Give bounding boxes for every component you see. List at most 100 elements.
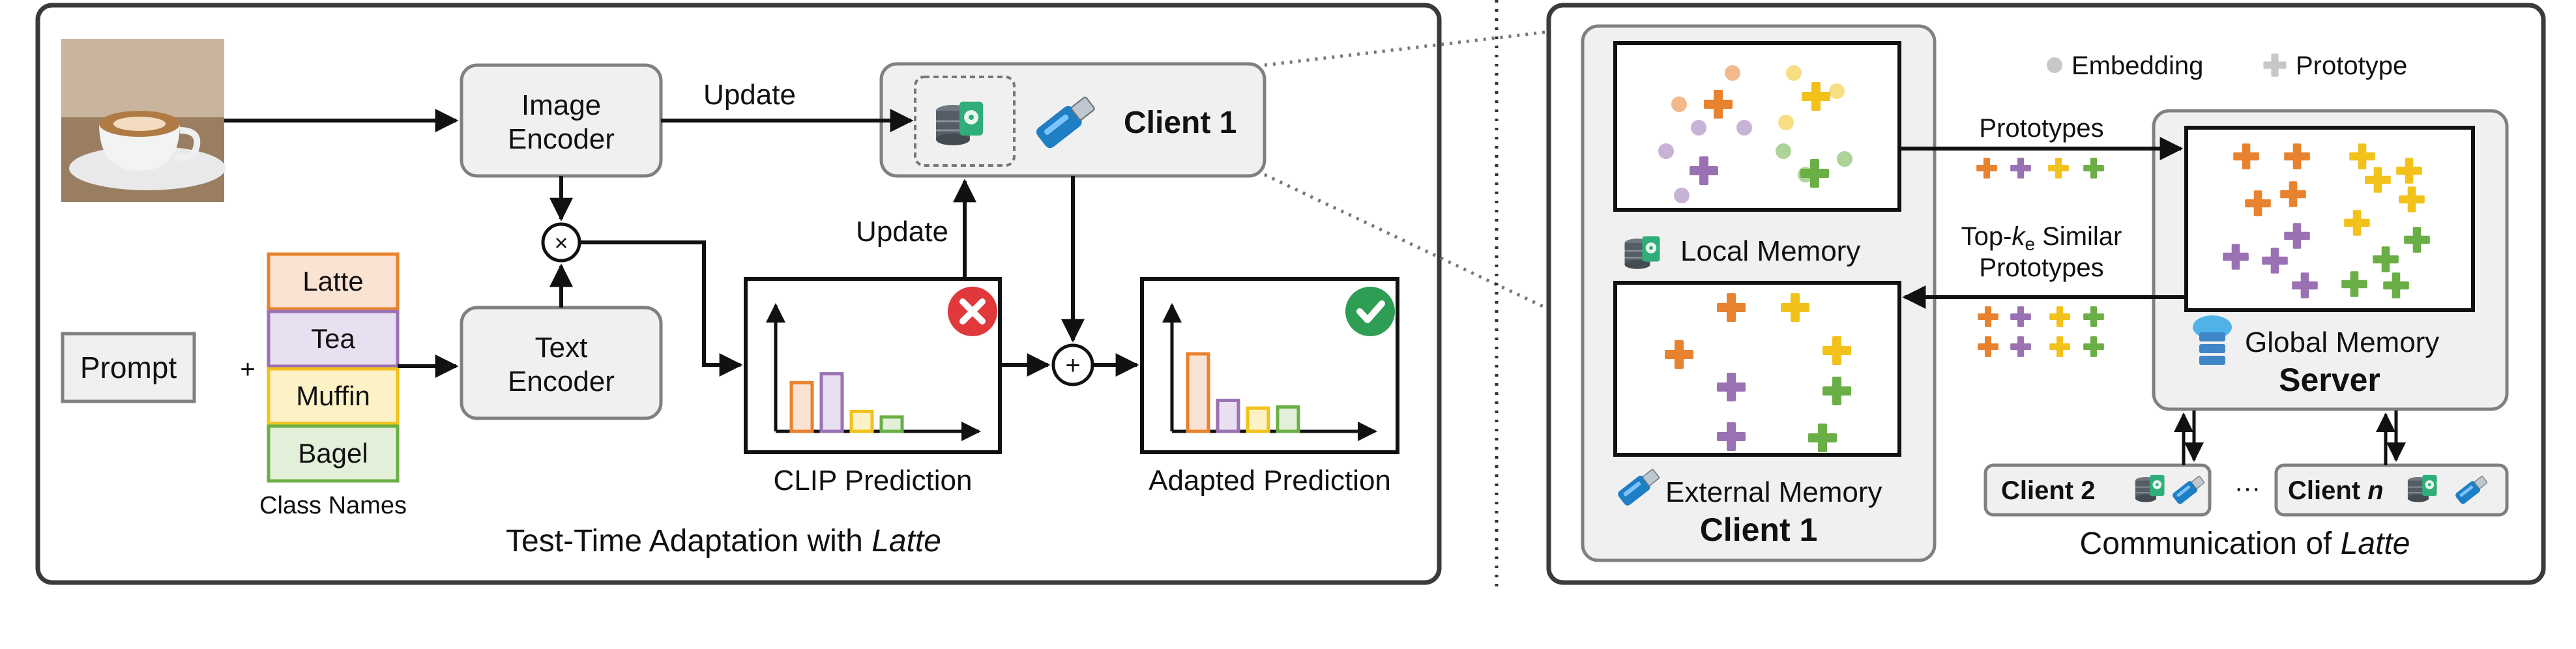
adapted-bar-tea — [1216, 398, 1240, 433]
class-latte: Latte — [302, 266, 363, 296]
text-encoder-label-2: Encoder — [508, 366, 615, 397]
cloud-server-icon — [2193, 315, 2232, 365]
global-prototype-plus — [2373, 246, 2399, 272]
global-prototype-plus — [2292, 272, 2318, 298]
client1-label-left: Client 1 — [1124, 106, 1237, 140]
uploaded-prototype-plus — [1976, 158, 1997, 179]
external-prototype-plus — [1717, 422, 1746, 451]
downloaded-prototype-plus — [2049, 336, 2070, 357]
global-memory-box — [2184, 126, 2475, 312]
legend: Embedding Prototype — [2047, 51, 2407, 80]
external-prototype-plus — [1822, 336, 1851, 365]
external-prototype-plus — [1808, 424, 1837, 452]
check-icon — [1345, 287, 1395, 336]
wrong-icon — [948, 287, 997, 336]
topk-label-line2: Prototypes — [1979, 253, 2103, 282]
topk-label-line1: Top-ke Similar — [1961, 222, 2122, 254]
sum-symbol: + — [1065, 351, 1080, 380]
prompt-box — [61, 332, 196, 403]
downloaded-prototypes — [1978, 306, 2104, 357]
local-prototype-plus — [1690, 156, 1718, 185]
left-caption: Test-Time Adaptation with Latte — [506, 524, 941, 558]
local-memory-label: Local Memory — [1680, 235, 1860, 267]
legend-prototype: Prototype — [2296, 51, 2407, 80]
local-embedding-dot — [1674, 188, 1690, 203]
left-arrows — [224, 109, 1139, 378]
legend-embedding: Embedding — [2071, 51, 2203, 80]
downloaded-prototype-plus — [2010, 306, 2031, 327]
global-prototype-plus — [2284, 143, 2310, 169]
uploaded-prototypes — [1976, 158, 2104, 179]
multiply-symbol: × — [554, 229, 568, 256]
server-label: Server — [2279, 362, 2380, 398]
global-memory-label: Global Memory — [2245, 326, 2439, 358]
downloaded-prototype-plus — [2083, 336, 2104, 357]
class-names-label: Class Names — [259, 492, 407, 519]
external-prototype-plus — [1781, 293, 1809, 322]
legend-embedding-icon — [2047, 57, 2062, 73]
prompt-plus: + — [240, 355, 255, 384]
downloaded-prototype-plus — [1978, 336, 1998, 357]
external-prototype-plus — [1665, 340, 1693, 369]
class-bagel-box — [267, 424, 400, 483]
local-embedding-dot — [1725, 65, 1740, 81]
local-prototype-plus — [1800, 159, 1829, 188]
global-prototype-plus — [2233, 143, 2259, 169]
local-memory-box — [1613, 41, 1901, 212]
class-latte-box — [267, 252, 400, 311]
uploaded-prototype-plus — [2048, 158, 2069, 179]
global-prototype-plus — [2383, 272, 2409, 298]
global-prototype-plus — [2349, 143, 2375, 169]
external-memory-box — [1613, 281, 1901, 457]
external-memory-items — [1665, 293, 1851, 452]
global-prototype-plus — [2223, 244, 2249, 270]
global-prototype-plus — [2280, 181, 2306, 207]
uploaded-prototype-plus — [2083, 158, 2104, 179]
right-caption: Communication of Latte — [2080, 526, 2410, 561]
global-prototype-plus — [2399, 186, 2425, 212]
downloaded-prototype-plus — [1978, 306, 1998, 327]
client1-label-right: Client 1 — [1700, 512, 1818, 548]
global-prototype-plus — [2404, 227, 2430, 253]
global-prototype-plus — [2365, 167, 2391, 193]
global-prototype-plus — [2341, 271, 2367, 297]
local-embedding-dot — [1658, 143, 1674, 159]
local-embedding-dot — [1691, 120, 1706, 136]
global-prototype-plus — [2284, 223, 2310, 249]
class-tea-box — [267, 310, 400, 368]
prototypes-arrow-label: Prototypes — [1979, 114, 2103, 143]
class-tea: Tea — [311, 323, 355, 354]
local-embedding-dot — [1778, 115, 1794, 130]
clients-ellipsis: ··· — [2234, 474, 2261, 502]
local-embedding-dot — [1829, 83, 1845, 99]
local-prototype-plus — [1802, 82, 1830, 111]
external-memory-label: External Memory — [1665, 476, 1882, 508]
external-prototype-plus — [1717, 373, 1746, 401]
text-encoder-label-1: Text — [535, 332, 588, 364]
class-bagel: Bagel — [298, 438, 368, 469]
coffee-image — [61, 39, 226, 202]
global-prototype-plus — [2396, 158, 2422, 184]
global-prototype-plus — [2262, 248, 2288, 274]
class-muffin: Muffin — [296, 381, 370, 411]
update-label-mid: Update — [856, 216, 948, 248]
client2-label: Client 2 — [2001, 476, 2095, 505]
local-embedding-dot — [1837, 151, 1852, 167]
clip-prediction-label: CLIP Prediction — [774, 465, 973, 497]
image-encoder-label-1: Image — [521, 89, 601, 121]
local-embedding-dot — [1776, 143, 1791, 159]
adapted-bar-bagel — [1276, 405, 1300, 433]
local-prototype-plus — [1704, 90, 1733, 119]
class-names-stack: Latte Tea Muffin Bagel — [267, 252, 400, 483]
clip-bar-tea — [819, 372, 844, 433]
downloaded-prototype-plus — [2049, 306, 2070, 327]
local-embedding-dot — [1671, 96, 1687, 112]
local-embedding-dot — [1786, 65, 1802, 81]
global-memory-items — [2223, 143, 2430, 298]
local-embedding-dot — [1736, 120, 1752, 136]
clip-bar-bagel — [879, 415, 904, 433]
image-encoder-label-2: Encoder — [508, 123, 615, 155]
client-n-box — [2274, 463, 2509, 517]
prompt-label: Prompt — [80, 351, 177, 384]
